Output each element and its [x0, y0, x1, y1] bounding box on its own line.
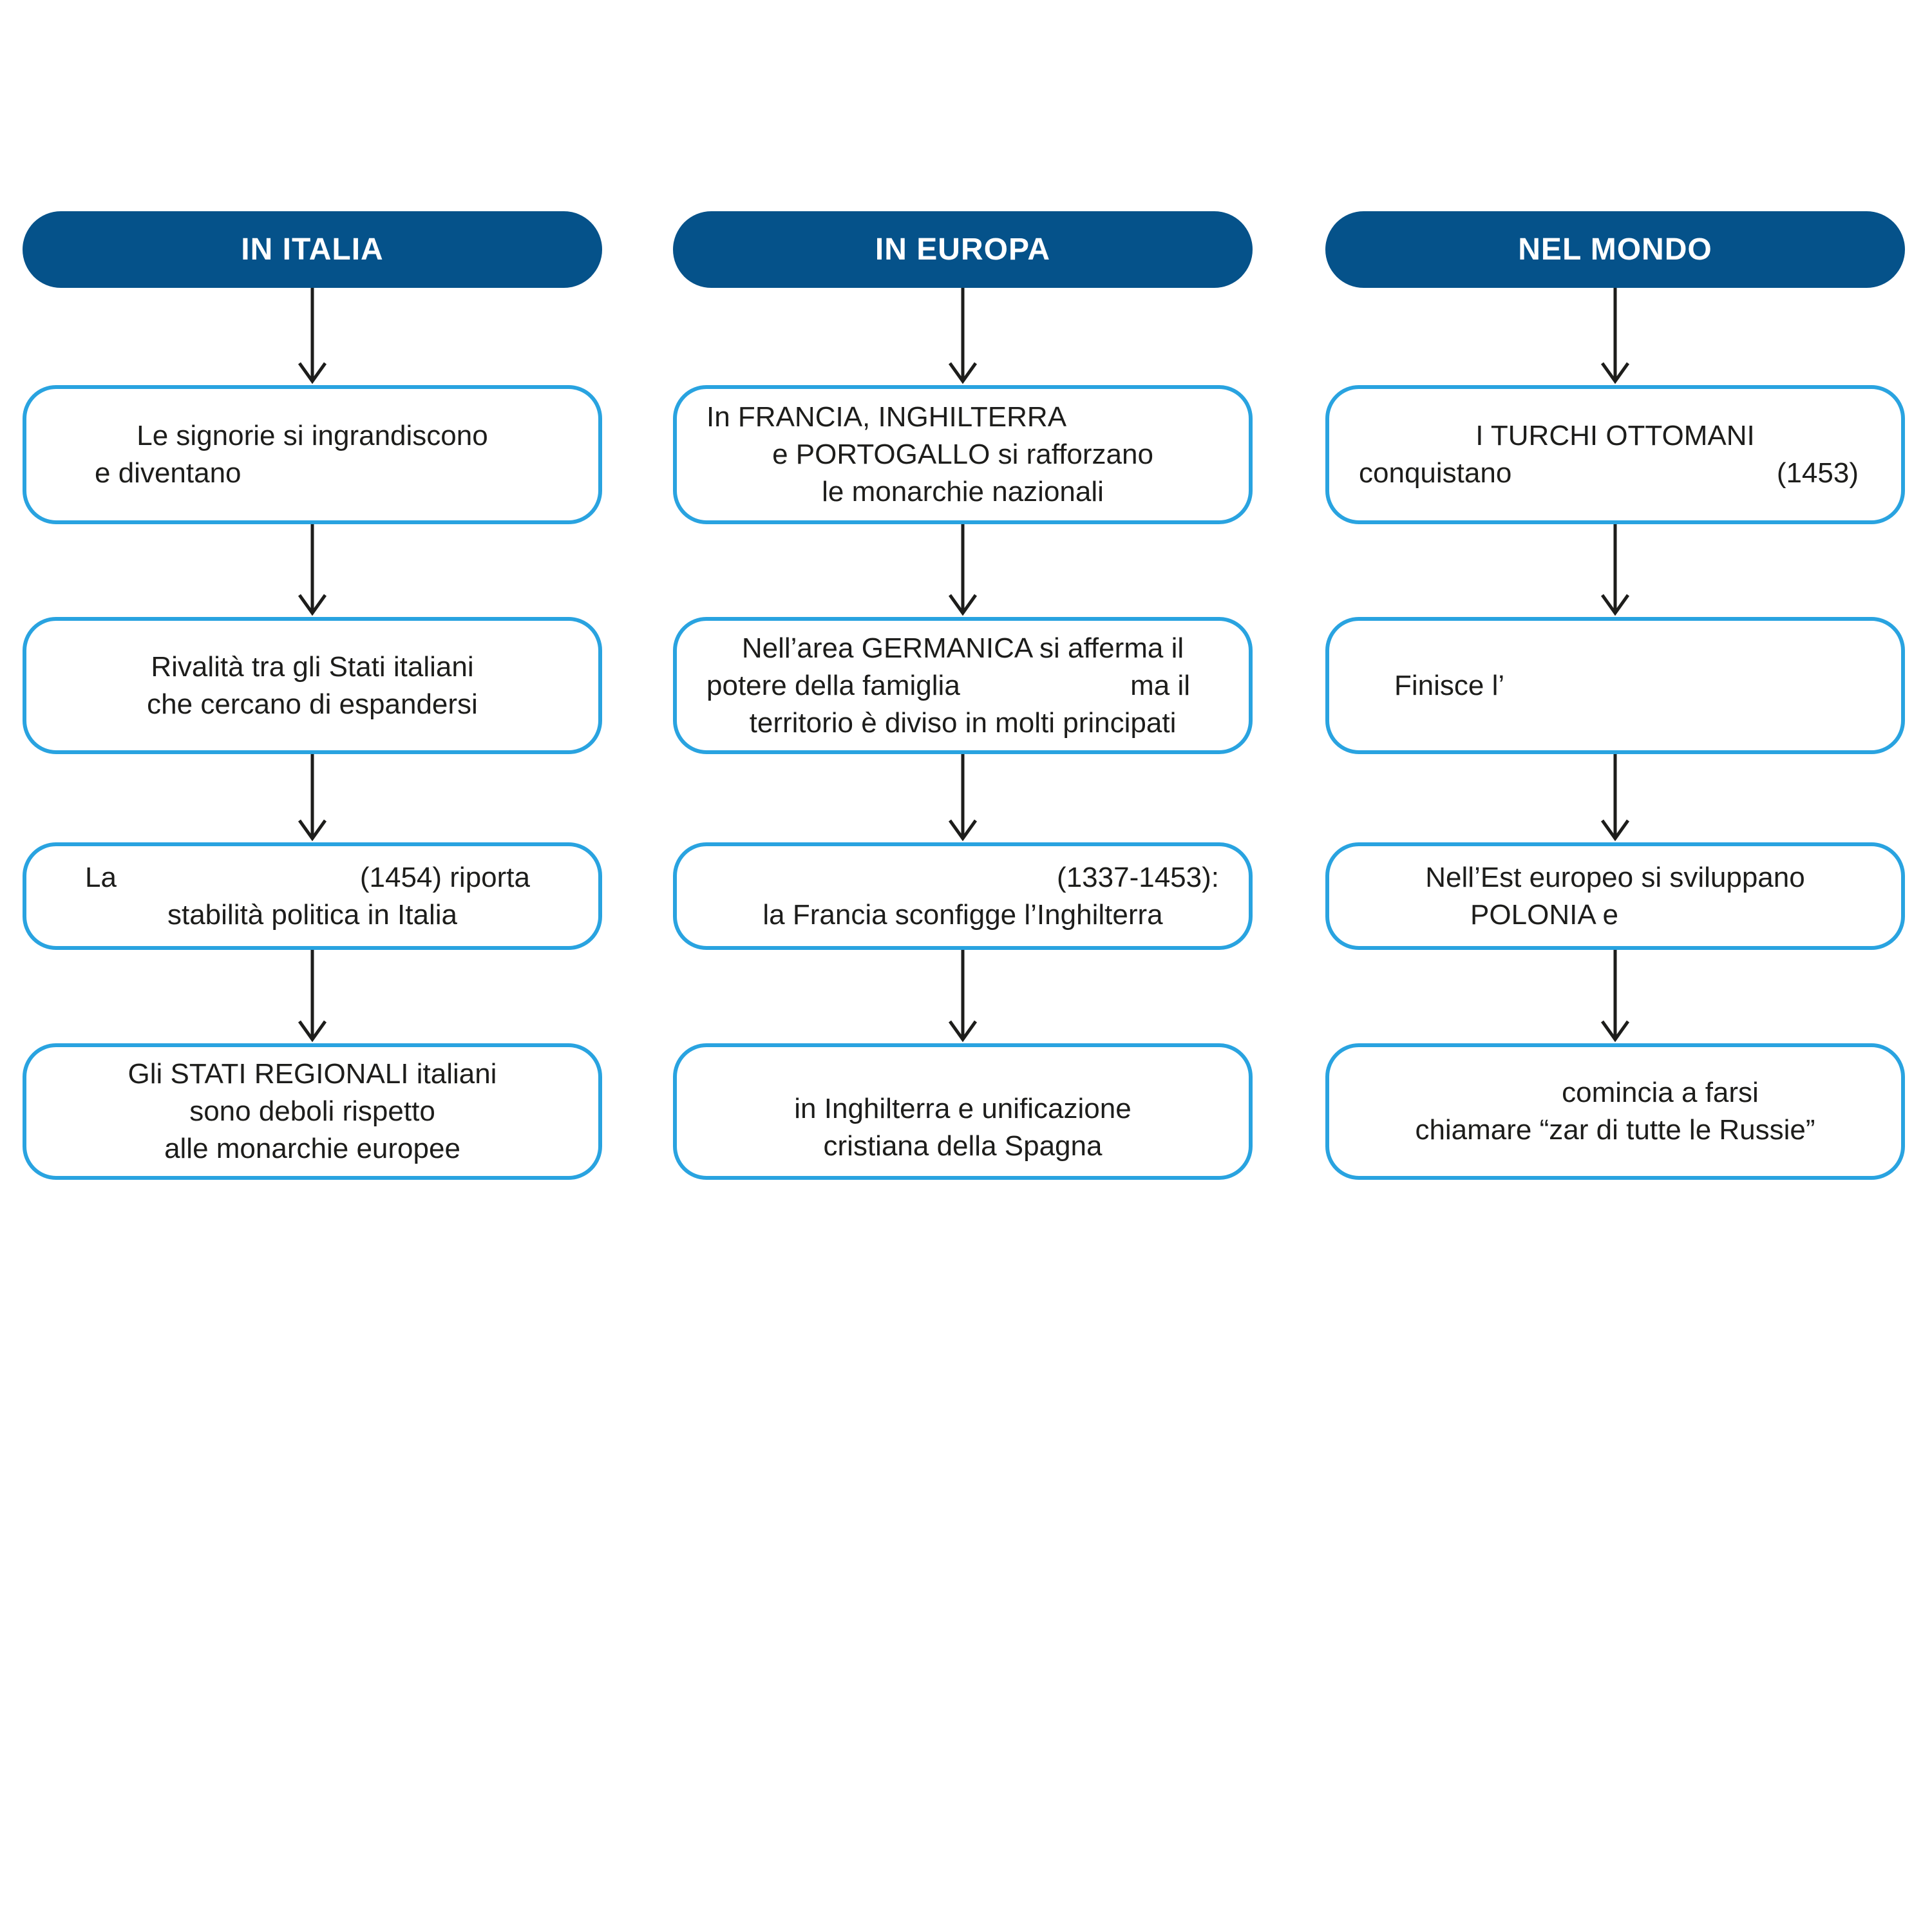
box-line: (1337-1453): [1057, 861, 1219, 893]
box-finisce-impero: Finisce l’ [1325, 617, 1905, 754]
box-est-europeo: Nell’Est europeo si sviluppano POLONIA e [1325, 842, 1905, 950]
arrow-down-icon [1600, 288, 1630, 384]
column-in-europa: IN EUROPA In FRANCIA, INGHILTERRA e PORT… [673, 211, 1253, 1180]
box-line: che cercano di espandersi [147, 688, 478, 720]
connector [23, 288, 602, 385]
arrow-down-icon [948, 288, 978, 384]
box-line: alle monarchie europee [164, 1133, 460, 1164]
arrow-down-icon [298, 288, 327, 384]
box-line: le monarchie nazionali [822, 476, 1104, 507]
header-label: IN EUROPA [875, 232, 1051, 267]
header-in-italia: IN ITALIA [23, 211, 602, 288]
arrow-down-icon [1600, 524, 1630, 616]
box-line: territorio è diviso in molti principati [749, 706, 1177, 739]
connector [1325, 288, 1905, 385]
box-line: Nell’Est europeo si sviluppano [1425, 861, 1805, 893]
connector [673, 950, 1253, 1043]
box-inghilterra-spagna: in Inghilterra e unificazione cristiana … [673, 1043, 1253, 1180]
box-line-left: potere della famiglia [706, 669, 960, 701]
connector [1325, 754, 1905, 842]
box-pace-1454: La (1454) riporta stabilità politica in … [23, 842, 602, 950]
box-line: e PORTOGALLO si rafforzano [772, 439, 1153, 470]
header-label: IN ITALIA [241, 232, 384, 267]
box-line-right: (1454) riporta [359, 861, 530, 893]
connector [673, 288, 1253, 385]
box-zar-russie: comincia a farsi chiamare “zar di tutte … [1325, 1043, 1905, 1180]
header-in-europa: IN EUROPA [673, 211, 1253, 288]
arrow-down-icon [298, 754, 327, 842]
box-line: in Inghilterra e unificazione [794, 1093, 1132, 1124]
header-label: NEL MONDO [1518, 232, 1712, 267]
box-line-left: conquistano [1359, 457, 1512, 489]
box-line: Rivalità tra gli Stati italiani [151, 650, 474, 683]
box-line: cristiana della Spagna [823, 1130, 1103, 1162]
box-stati-regionali: Gli STATI REGIONALI italiani sono deboli… [23, 1043, 602, 1180]
box-line: In FRANCIA, INGHILTERRA [706, 401, 1067, 433]
box-monarchie-nazionali: In FRANCIA, INGHILTERRA e PORTOGALLO si … [673, 385, 1253, 524]
box-line: POLONIA e [1470, 898, 1618, 931]
arrow-down-icon [1600, 950, 1630, 1043]
arrow-down-icon [298, 950, 327, 1043]
box-line: La (1454) riporta [56, 859, 569, 896]
box-turchi-ottomani: I TURCHI OTTOMANI conquistano (1453) [1325, 385, 1905, 524]
header-nel-mondo: NEL MONDO [1325, 211, 1905, 288]
connector [23, 524, 602, 617]
box-line: sono deboli rispetto [189, 1095, 435, 1127]
arrow-down-icon [948, 524, 978, 616]
arrow-down-icon [298, 524, 327, 616]
box-signorie: Le signorie si ingrandiscono e diventano [23, 385, 602, 524]
box-area-germanica: Nell’area GERMANICA si afferma il potere… [673, 617, 1253, 754]
box-line: comincia a farsi [1562, 1077, 1759, 1108]
box-line: Le signorie si ingrandiscono [137, 420, 488, 451]
box-line: Finisce l’ [1394, 669, 1505, 701]
connector [1325, 524, 1905, 617]
arrow-down-icon [948, 950, 978, 1043]
box-line: Nell’area GERMANICA si afferma il [741, 632, 1184, 664]
box-line: e diventano [95, 457, 242, 489]
box-line-right: (1453) [1776, 457, 1859, 489]
box-line: I TURCHI OTTOMANI [1475, 420, 1755, 451]
column-in-italia: IN ITALIA Le signorie si ingrandiscono e… [23, 211, 602, 1180]
box-line: potere della famiglia ma il [706, 667, 1219, 705]
box-line: la Francia sconfigge l’Inghilterra [762, 898, 1163, 931]
connector [23, 950, 602, 1043]
box-line: Gli STATI REGIONALI italiani [128, 1058, 497, 1090]
connector [673, 524, 1253, 617]
box-line-left: La [85, 861, 117, 893]
connector [23, 754, 602, 842]
box-line: stabilità politica in Italia [167, 898, 457, 931]
arrow-down-icon [1600, 754, 1630, 842]
column-nel-mondo: NEL MONDO I TURCHI OTTOMANI conquistano … [1325, 211, 1905, 1180]
arrow-down-icon [948, 754, 978, 842]
box-line: conquistano (1453) [1359, 455, 1871, 492]
box-line: chiamare “zar di tutte le Russie” [1415, 1114, 1815, 1146]
connector [673, 754, 1253, 842]
box-guerra-cento-anni: (1337-1453): la Francia sconfigge l’Ingh… [673, 842, 1253, 950]
box-line-right: ma il [1130, 669, 1190, 701]
connector [1325, 950, 1905, 1043]
box-rivalita-stati: Rivalità tra gli Stati italiani che cerc… [23, 617, 602, 754]
